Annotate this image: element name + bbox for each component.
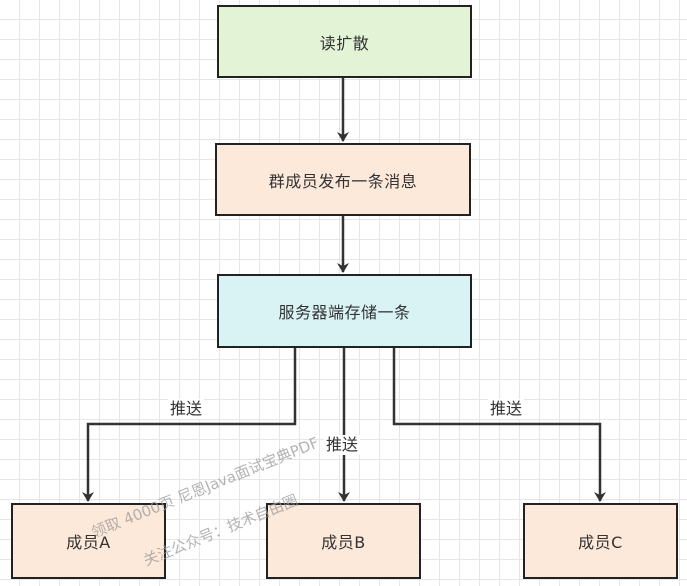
edge-label-push-middle: 推送 [324, 435, 361, 455]
node-server-store: 服务器端存储一条 [217, 274, 472, 348]
edge-server-to-member-c [392, 348, 606, 502]
node-member-b: 成员B [266, 503, 421, 579]
edge-server-to-member-a [82, 348, 297, 502]
node-member-c: 成员C [523, 503, 678, 579]
edge-label-push-left: 推送 [168, 399, 205, 419]
node-group-member-post: 群成员发布一条消息 [215, 143, 471, 216]
edge-label-push-right: 推送 [488, 399, 525, 419]
node-member-a: 成员A [11, 503, 166, 579]
node-read-diffusion: 读扩散 [217, 5, 472, 78]
